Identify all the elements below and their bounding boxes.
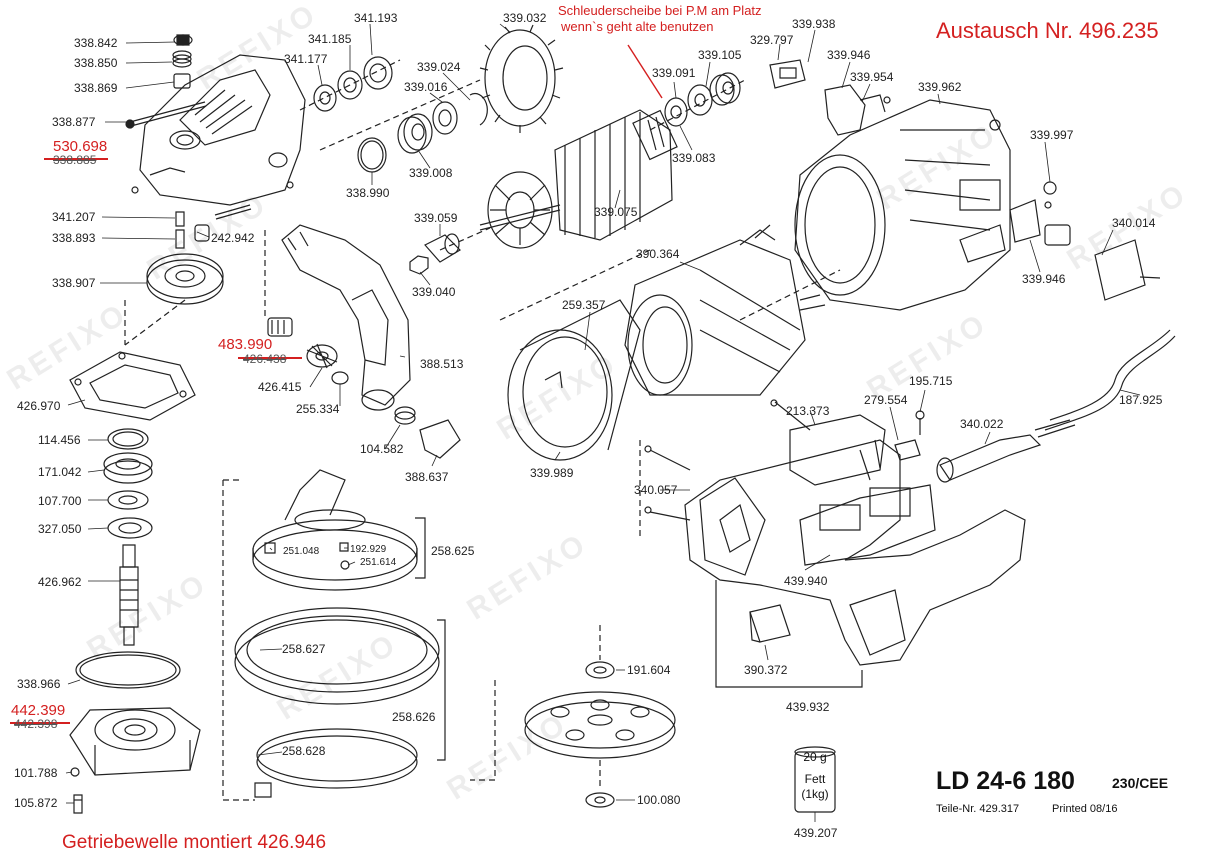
part-label: 339.946 [1022, 272, 1066, 286]
part-label: 255.334 [296, 402, 340, 416]
part-label: 339.059 [414, 211, 458, 225]
part-label: 339.997 [1030, 128, 1074, 142]
part-label: 439.207 [794, 826, 838, 840]
part-label: 107.700 [38, 494, 82, 508]
part-label: 426.415 [258, 380, 302, 394]
part-label: 338.990 [346, 186, 390, 200]
grease-name: Fett [804, 772, 826, 786]
part-label: 439.940 [784, 574, 828, 588]
part-label: 339.105 [698, 48, 742, 62]
part-label: 338.869 [74, 81, 118, 95]
part-label: 339.954 [850, 70, 894, 84]
part-label: 101.788 [14, 766, 58, 780]
grease-unit: (1kg) [801, 787, 829, 801]
part-label: 439.932 [786, 700, 830, 714]
part-label: 242.942 [211, 231, 255, 245]
parts-number: Teile-Nr. 429.317 [936, 803, 1020, 815]
part-label: 339.008 [409, 166, 453, 180]
part-label: 100.080 [637, 793, 681, 807]
part-label: 390.372 [744, 663, 788, 677]
part-label: 279.554 [864, 393, 908, 407]
part-label: 213.373 [786, 404, 830, 418]
part-label: 339.083 [672, 151, 716, 165]
note-line-1: Schleuderscheibe bei P.M am Platz [558, 3, 762, 18]
part-label: 251.614 [360, 557, 397, 568]
part-label: 341.193 [354, 11, 398, 25]
part-label: 258.626 [392, 710, 436, 724]
part-label: 339.091 [652, 66, 696, 80]
part-label: 426.962 [38, 575, 82, 589]
part-label: 341.185 [308, 32, 352, 46]
part-label: 390.364 [636, 247, 680, 261]
part-label: 340.057 [634, 483, 678, 497]
part-label: 340.014 [1112, 216, 1156, 230]
printed-date: Printed 08/16 [1052, 803, 1118, 815]
part-label: 259.357 [562, 298, 606, 312]
replacement-note: Austausch Nr. 496.235 [936, 18, 1159, 43]
new-part-442399: 442.399 [11, 702, 66, 719]
old-part-number: 426.438 [243, 352, 287, 366]
grease-amount: 20 g [803, 750, 827, 764]
part-label: 338.842 [74, 36, 118, 50]
part-label: 339.024 [417, 60, 461, 74]
old-part-number: 338.885 [53, 153, 97, 167]
part-label: 388.513 [420, 357, 464, 371]
part-label: 258.625 [431, 544, 475, 558]
part-label: 104.582 [360, 442, 404, 456]
part-label: 339.032 [503, 11, 547, 25]
part-label: 327.050 [38, 522, 82, 536]
model-voltage: 230/CEE [1112, 775, 1169, 791]
part-label: 114.456 [38, 433, 81, 447]
part-label: 339.946 [827, 48, 871, 62]
part-label: 340.022 [960, 417, 1004, 431]
part-label: 105.872 [14, 796, 58, 810]
part-label: 195.715 [909, 374, 953, 388]
part-label: 426.970 [17, 399, 61, 413]
part-label: 251.048 [283, 546, 320, 557]
note-line-2: wenn`s geht alte benutzen [561, 19, 714, 34]
part-label: 329.797 [750, 33, 794, 47]
part-label: 192.929 [350, 544, 387, 555]
part-label: 191.604 [627, 663, 671, 677]
gearshaft-note: Getriebewelle montiert 426.946 [62, 832, 327, 853]
part-label: 341.177 [284, 52, 328, 66]
part-label: 339.989 [530, 466, 574, 480]
part-label: 338.907 [52, 276, 96, 290]
part-label: 341.207 [52, 210, 96, 224]
part-label: 388.637 [405, 470, 449, 484]
new-part-483990: 483.990 [218, 336, 273, 353]
old-part-number: 442.398 [14, 717, 58, 731]
part-label: 258.627 [282, 642, 326, 656]
part-label: 339.938 [792, 17, 836, 31]
part-label: 339.040 [412, 285, 456, 299]
part-label: 258.628 [282, 744, 326, 758]
part-label: 339.075 [594, 205, 638, 219]
part-label: 171.042 [38, 465, 82, 479]
new-part-530698: 530.698 [53, 138, 108, 155]
model-name: LD 24-6 180 [936, 767, 1075, 795]
part-label: 339.962 [918, 80, 962, 94]
part-label: 339.016 [404, 80, 448, 94]
part-label: 338.893 [52, 231, 96, 245]
part-label: 338.850 [74, 56, 118, 70]
part-label: 187.925 [1119, 393, 1163, 407]
part-label: 338.966 [17, 677, 61, 691]
part-label: 338.877 [52, 115, 96, 129]
